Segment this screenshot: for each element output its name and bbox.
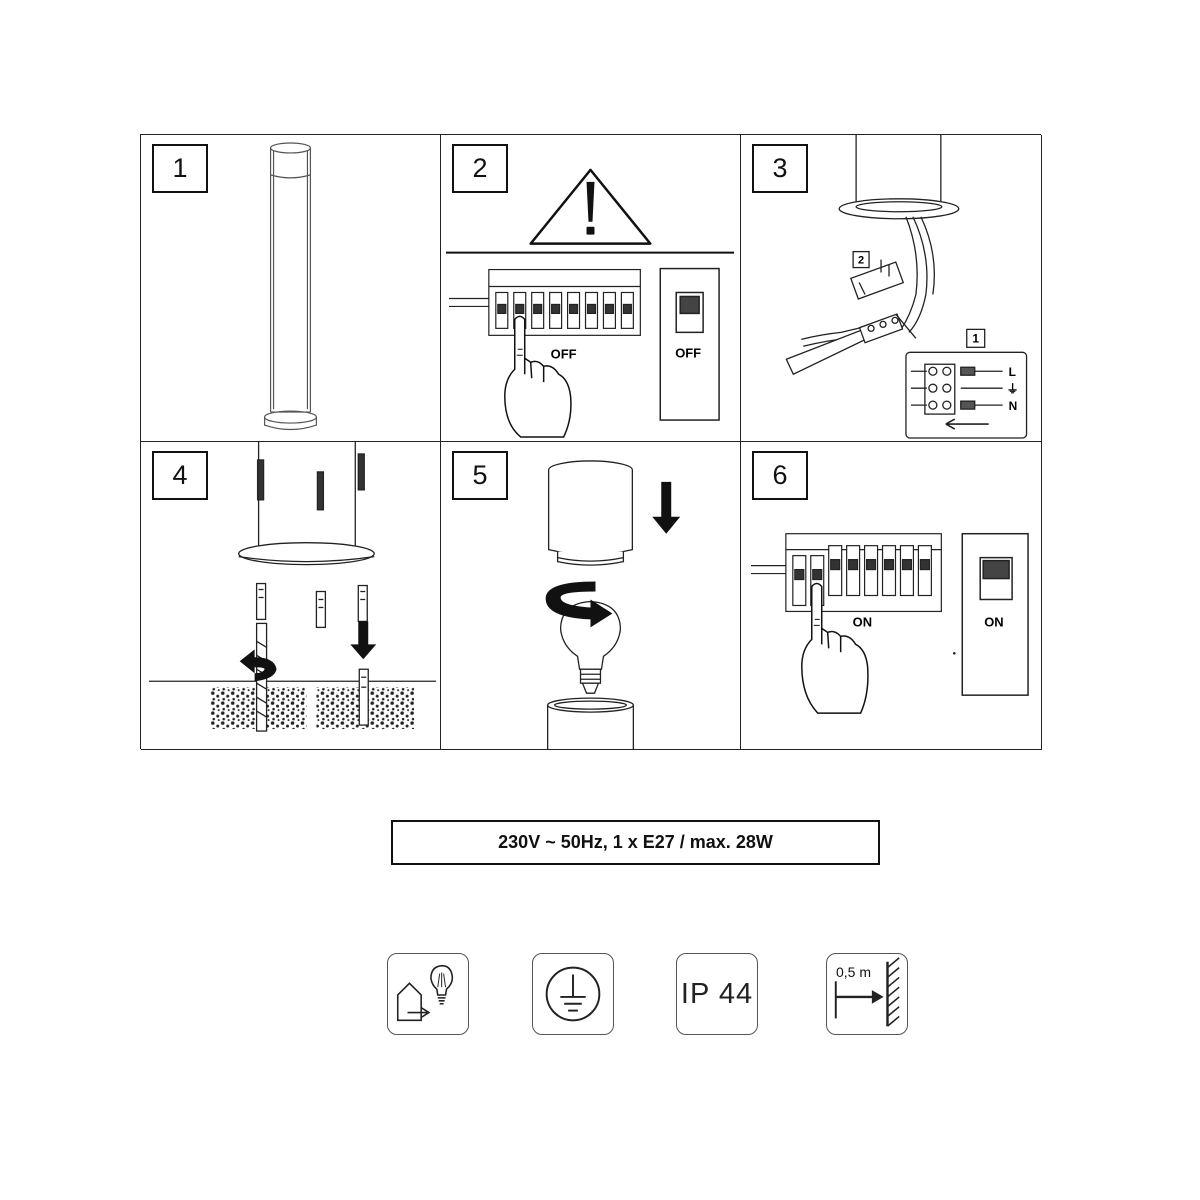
- isolator-box: [659, 267, 720, 421]
- ip-rating-icon: IP 44: [676, 953, 758, 1035]
- warning-triangle-icon: [529, 168, 652, 245]
- min-distance-icon: 0,5 m: [826, 953, 908, 1035]
- bollard-light-illustration: [263, 142, 318, 431]
- callout-label: 1: [972, 331, 979, 345]
- step-2-panel: 2: [441, 135, 741, 442]
- breaker-panel: [448, 268, 641, 336]
- terminal-label: N: [1009, 399, 1018, 413]
- steps-grid: 1 2: [140, 134, 1042, 750]
- switch-state-label: ON: [853, 614, 872, 629]
- switch-off-illustration: OFF OFF: [445, 168, 735, 438]
- switch-on-illustration: ON ON: [750, 532, 1029, 714]
- step-5-panel: 5: [441, 442, 741, 750]
- step-number: 1: [152, 144, 208, 193]
- step-number: 2: [452, 144, 508, 193]
- step-6-panel: 6 ON: [741, 442, 1042, 750]
- protective-earth-icon: [532, 953, 614, 1035]
- callout-label: 2: [858, 255, 864, 267]
- box-state-label: OFF: [675, 345, 701, 360]
- bulb-install-illustration: [545, 460, 681, 749]
- terminal-detail-callout: [905, 351, 1028, 439]
- electrical-spec-text: 230V ~ 50Hz, 1 x E27 / max. 28W: [498, 832, 773, 852]
- min-distance-label: 0,5 m: [836, 964, 872, 980]
- step-3-panel: 3: [741, 135, 1042, 442]
- switch-state-label: OFF: [551, 346, 577, 361]
- step-4-panel: 4: [141, 442, 441, 750]
- hand-icon: [504, 315, 572, 438]
- wiring-illustration: 2 1 L ⏚ N: [785, 135, 1028, 439]
- step-number: 3: [752, 144, 808, 193]
- step-number: 5: [452, 451, 508, 500]
- step-number: 4: [152, 451, 208, 500]
- hand-icon: [801, 582, 869, 714]
- ground-mounting-illustration: [148, 442, 437, 732]
- ip-rating-label: IP 44: [680, 977, 754, 1010]
- outdoor-lamp-icon: [387, 953, 469, 1035]
- step-number: 6: [752, 451, 808, 500]
- box-state-label: ON: [984, 614, 1003, 629]
- breaker-panel: [750, 533, 942, 613]
- terminal-label: L: [1009, 365, 1016, 379]
- isolator-box: [961, 532, 1029, 696]
- electrical-spec-box: 230V ~ 50Hz, 1 x E27 / max. 28W: [391, 820, 880, 865]
- terminal-label: ⏚: [1007, 382, 1019, 396]
- step-1-panel: 1: [141, 135, 441, 442]
